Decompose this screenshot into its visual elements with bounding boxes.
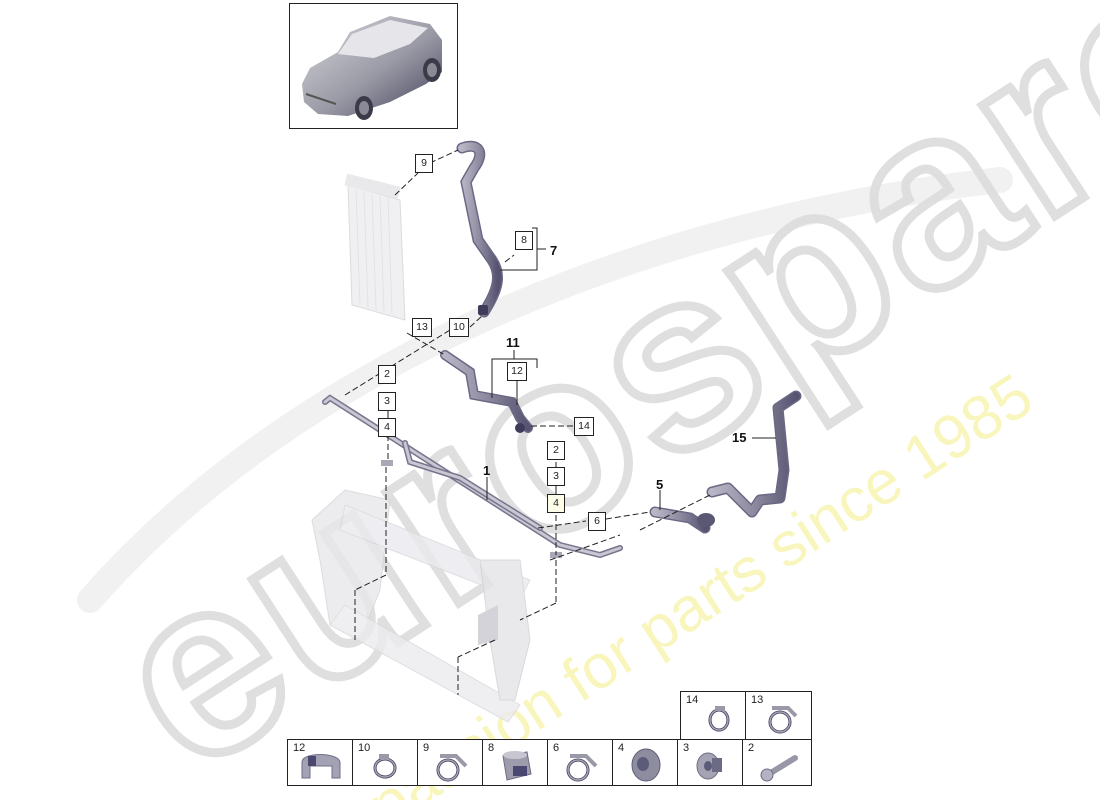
spacer-bushing-icon (696, 752, 722, 780)
brackets (387, 227, 776, 510)
table-cell-14[interactable]: 14 (680, 691, 746, 740)
callout-4-right[interactable]: 4 (547, 494, 565, 513)
part-number: 3 (683, 742, 690, 754)
callout-3-right[interactable]: 3 (547, 467, 565, 486)
callout-8[interactable]: 8 (515, 231, 533, 250)
callout-9[interactable]: 9 (415, 154, 433, 173)
front-carrier-frame (311, 489, 531, 723)
callout-3-left[interactable]: 3 (378, 392, 396, 411)
part-number: 8 (488, 742, 495, 754)
rubber-grommet-icon (631, 748, 661, 782)
table-cell-3[interactable]: 3 (677, 739, 743, 786)
table-cell-9[interactable]: 9 (417, 739, 483, 786)
radiator (344, 173, 406, 321)
hose-clamp-icon (373, 754, 397, 779)
part-number: 9 (423, 742, 430, 754)
part-label-5: 5 (656, 477, 664, 492)
hose-5 (649, 506, 715, 534)
hose-clamp-icon (768, 706, 798, 734)
callout-6[interactable]: 6 (588, 512, 606, 531)
table-cell-4[interactable]: 4 (612, 739, 678, 786)
part-label-1: 1 (483, 463, 491, 478)
part-number: 10 (358, 742, 371, 754)
sleeve-icon (502, 751, 532, 781)
callout-14[interactable]: 14 (574, 417, 594, 436)
hose-clamp-icon (566, 754, 598, 782)
callout-2-right[interactable]: 2 (547, 441, 565, 460)
table-cell-12[interactable]: 12 (287, 739, 353, 786)
part-label-11: 11 (506, 335, 520, 350)
table-cell-13[interactable]: 13 (745, 691, 812, 740)
table-cell-2[interactable]: 2 (742, 739, 812, 786)
part-number: 12 (293, 742, 306, 754)
leader-lines (344, 149, 713, 695)
callout-2-left[interactable]: 2 (378, 365, 396, 384)
hose-clamp-icon (708, 706, 730, 732)
part-label-15: 15 (732, 430, 747, 445)
hose-15 (706, 390, 802, 518)
part-number: 4 (618, 742, 625, 754)
table-cell-8[interactable]: 8 (482, 739, 548, 786)
hose-assembly-11 (440, 350, 533, 433)
hose-clamp-icon (436, 754, 468, 782)
part-number: 14 (686, 694, 699, 706)
bracket-clip-icon (301, 754, 341, 779)
callout-10[interactable]: 10 (449, 318, 469, 337)
coolant-pipe-1 (322, 394, 623, 559)
part-label-7: 7 (550, 243, 558, 258)
table-cell-6[interactable]: 6 (547, 739, 613, 786)
callout-4-left[interactable]: 4 (378, 418, 396, 437)
part-number: 6 (553, 742, 560, 754)
car-icon (302, 16, 442, 120)
upper-coolant-hose (456, 140, 504, 318)
vehicle-thumbnail (289, 3, 458, 129)
callout-13[interactable]: 13 (412, 318, 432, 337)
screw-icon (760, 755, 798, 782)
part-number: 2 (748, 742, 755, 754)
callout-12[interactable]: 12 (507, 362, 527, 381)
part-number: 13 (751, 694, 764, 706)
table-cell-10[interactable]: 10 (352, 739, 418, 786)
